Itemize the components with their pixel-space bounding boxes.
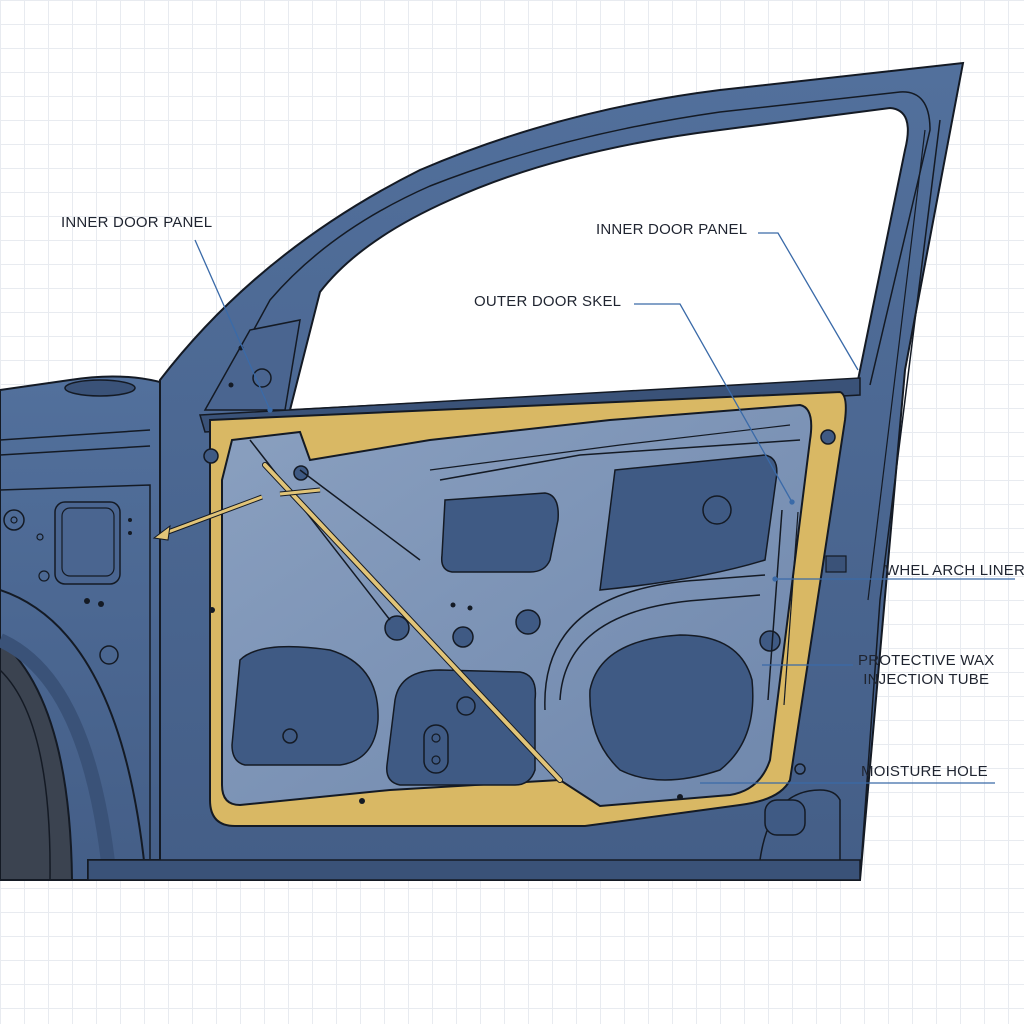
inner-door-panel bbox=[203, 403, 836, 808]
lower-recess-right bbox=[589, 634, 754, 781]
label-outer-door-skel: OUTER DOOR SKEL bbox=[474, 293, 622, 310]
leader-outer-door-skel bbox=[634, 303, 793, 503]
upper-recess-right bbox=[599, 454, 778, 591]
leader-inner-door-panel-right bbox=[758, 232, 859, 371]
label-moisture-hole: MOISTURE HOLE bbox=[861, 763, 988, 780]
leader-inner-door-panel-left bbox=[194, 239, 271, 411]
leader-lines bbox=[194, 232, 1015, 784]
label-whel-arch-liner: WHEL ARCH LINER bbox=[885, 562, 1024, 579]
label-protective-wax-injection-tube: PROTECTIVE WAX INJECTION TUBE bbox=[858, 652, 995, 688]
window-opening bbox=[288, 106, 909, 412]
tire bbox=[0, 633, 117, 881]
wax-injection-tubes bbox=[152, 462, 563, 783]
label-inner-door-panel-right: INNER DOOR PANEL bbox=[596, 221, 748, 238]
label-inner-door-panel-left: INNER DOOR PANEL bbox=[61, 214, 213, 231]
upper-recess-center bbox=[440, 492, 559, 573]
lower-recess-left bbox=[231, 645, 379, 766]
